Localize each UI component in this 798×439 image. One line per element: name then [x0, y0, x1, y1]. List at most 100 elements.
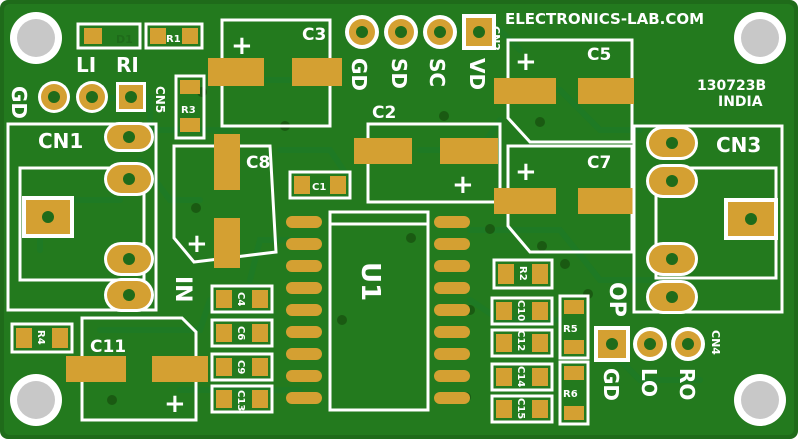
cn5-pin-li: LI	[76, 53, 96, 77]
c3-pad-minus	[292, 58, 342, 86]
r3-pad-a	[180, 80, 200, 94]
c11-label: C11	[90, 337, 126, 357]
r1-outline	[144, 22, 204, 50]
c10-label: C10	[515, 300, 526, 321]
cn2-pin-sc: SC	[425, 58, 449, 87]
op-label: OP	[604, 282, 629, 317]
c9-label: C9	[235, 360, 246, 374]
r4-label: R4	[35, 330, 46, 345]
cn2-pin-gd: GD	[347, 58, 371, 91]
c1-outline	[288, 170, 352, 200]
c3-outline	[220, 18, 332, 128]
c7-label: C7	[587, 153, 611, 173]
r6-outline	[558, 360, 590, 426]
brand-label: ELECTRONICS-LAB.COM	[505, 10, 704, 28]
cn5-label: CN5	[153, 86, 167, 113]
r6-label: R6	[563, 389, 578, 400]
c1-pad-b	[330, 176, 346, 194]
r4-pad-a	[16, 328, 32, 348]
c13-label: C13	[235, 390, 246, 411]
cn1-label: CN1	[38, 129, 83, 153]
cn3-label: CN3	[716, 133, 761, 157]
r4-pad-b	[52, 328, 68, 348]
cn5-pin-ri: RI	[116, 53, 139, 77]
c7-pad-minus	[578, 188, 634, 214]
c5-pad-minus	[578, 78, 634, 104]
cn2-header	[345, 14, 496, 50]
r1-label: R1	[166, 34, 181, 45]
r2-pad-a	[498, 264, 514, 284]
d1-pad	[84, 28, 102, 44]
board-code: 130723B	[697, 78, 766, 94]
cn1-pads	[22, 122, 154, 312]
mounting-holes	[10, 12, 786, 426]
cn4-pin-gd: GD	[599, 368, 623, 401]
r3-outline	[174, 74, 206, 140]
cn5-header	[38, 81, 146, 113]
c4-label: C4	[235, 292, 246, 306]
c1-label: C1	[312, 182, 326, 193]
c7-polarity: +	[515, 157, 537, 187]
c3-label: C3	[302, 25, 326, 45]
r2-label: R2	[517, 266, 528, 281]
cn1-inner-outline	[18, 166, 146, 282]
d1-outline	[76, 22, 142, 50]
cn4-pin-ro: RO	[675, 368, 699, 400]
cn4-pin-lo: LO	[637, 368, 661, 397]
c6-label: C6	[235, 326, 246, 340]
c11-pad-b	[152, 356, 208, 382]
r4-outline	[10, 322, 74, 354]
cn1-outline	[6, 122, 158, 312]
board-country: INDIA	[718, 94, 763, 110]
c5-outline	[506, 38, 634, 144]
c11-pad-a	[66, 356, 126, 382]
c3-polarity: +	[231, 31, 253, 61]
cn3-pads	[646, 126, 778, 314]
c2-pad-b	[440, 138, 498, 164]
r3-pad-b	[180, 118, 200, 132]
cn2-label: CN2	[489, 26, 502, 51]
cn5-pin-gd: GD	[7, 86, 31, 119]
cn2-pin-sd: SD	[387, 58, 411, 89]
c8-polarity: +	[186, 229, 208, 259]
u1-pins-right	[434, 216, 470, 404]
c2-pad-a	[354, 138, 412, 164]
c5-polarity: +	[515, 47, 537, 77]
r2-outline	[492, 258, 554, 290]
r5-outline	[558, 294, 590, 360]
r5-pad-a	[564, 300, 584, 314]
cn4-header	[594, 326, 705, 362]
left-small-caps	[210, 284, 274, 414]
r5-label: R5	[563, 324, 578, 335]
r1-pad-b	[182, 28, 198, 44]
c11-polarity: +	[164, 389, 186, 419]
c14-label: C14	[515, 366, 526, 387]
c5-pad-plus	[494, 78, 556, 104]
c1-pad-a	[294, 176, 310, 194]
u1-outline	[328, 210, 430, 412]
r3-label: R3	[181, 105, 196, 116]
c15-label: C15	[515, 398, 526, 419]
r5-pad-b	[564, 340, 584, 354]
right-small-caps	[490, 296, 554, 424]
c2-polarity: +	[452, 170, 474, 200]
c7-pad-plus	[494, 188, 556, 214]
d1-label: D1	[116, 33, 133, 46]
c8-pad-a	[214, 134, 240, 190]
r2-pad-b	[532, 264, 548, 284]
cn3-outline	[632, 124, 784, 314]
cn2-pin-vd: VD	[465, 58, 489, 90]
u1-pins-left	[286, 216, 322, 404]
cn4-label: CN4	[709, 330, 722, 355]
c2-label: C2	[372, 103, 396, 123]
r6-pad-b	[564, 406, 584, 420]
c8-label: C8	[246, 153, 270, 173]
c8-pad-b	[214, 218, 240, 268]
c3-pad-plus	[208, 58, 264, 86]
in-label: IN	[170, 276, 195, 303]
r6-pad-a	[564, 366, 584, 380]
c5-label: C5	[587, 45, 611, 65]
r1-pad-a	[150, 28, 166, 44]
